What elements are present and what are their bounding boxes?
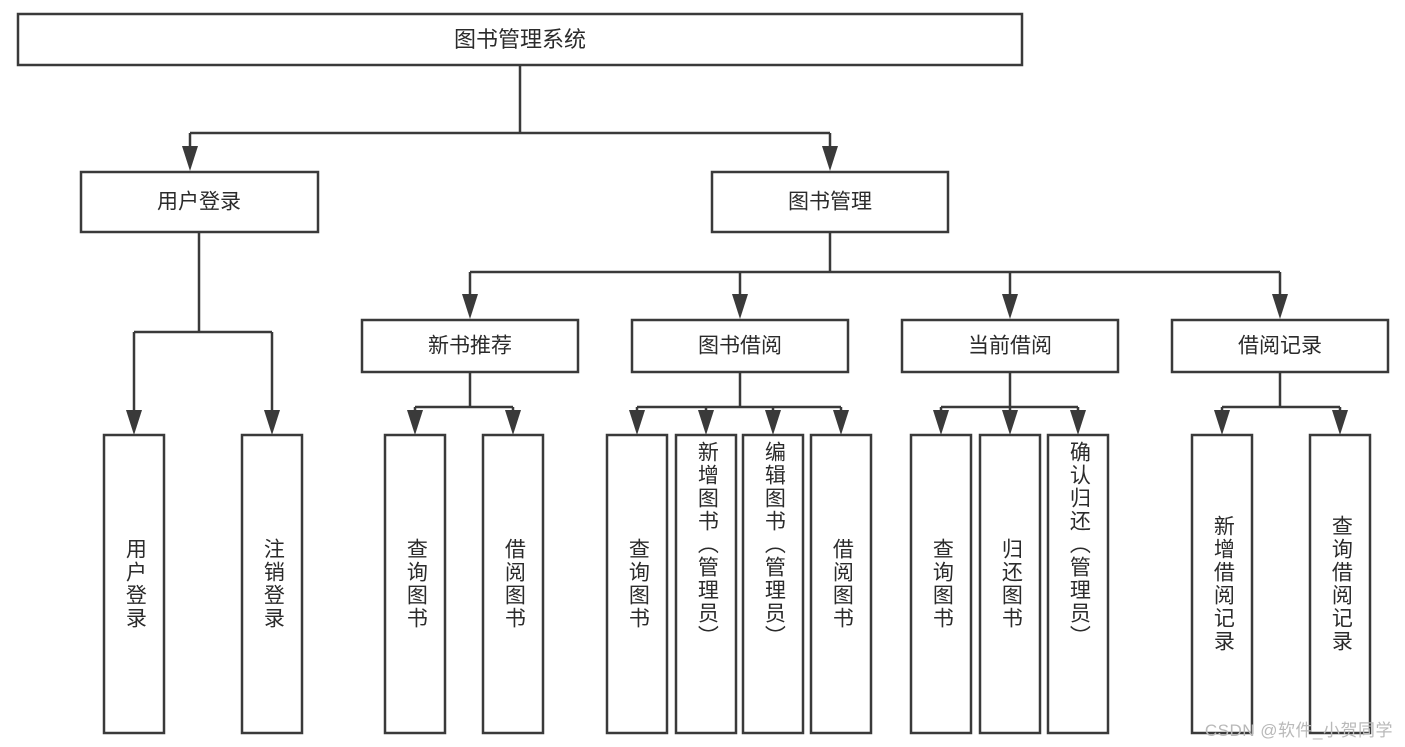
- leaf-box-borrow-book-1[interactable]: [481, 433, 545, 735]
- leaf-box-borrow-book-2[interactable]: [809, 433, 873, 735]
- leaf-box-query-book-2[interactable]: [605, 433, 669, 735]
- leaf-box-query-book-3[interactable]: [909, 433, 973, 735]
- arrow-head-icon: [1002, 410, 1018, 435]
- leaf-box-query-borrow-record[interactable]: [1308, 433, 1372, 735]
- node-current-borrow-label: 当前借阅: [968, 335, 1052, 358]
- connector-borrow-record-to-leaves: [1214, 372, 1348, 435]
- leaf-box-add-borrow-record[interactable]: [1190, 433, 1254, 735]
- leaf-box-user-login[interactable]: [102, 433, 166, 735]
- arrow-head-icon: [1070, 410, 1086, 435]
- arrow-head-icon: [407, 410, 423, 435]
- arrow-head-icon: [629, 410, 645, 435]
- node-root-system[interactable]: 图书管理系统: [16, 12, 1024, 67]
- node-root-system-label: 图书管理系统: [454, 27, 586, 52]
- connector-root-to-level2: [182, 65, 838, 171]
- arrow-head-icon: [1332, 410, 1348, 435]
- connector-new-book-recommend-to-leaves: [407, 372, 521, 435]
- watermark: CSDN @软件_小贺同学: [1204, 721, 1393, 740]
- arrow-head-icon: [126, 410, 142, 435]
- node-book-borrow-label: 图书借阅: [698, 335, 782, 358]
- arrow-head-icon: [822, 146, 838, 171]
- node-current-borrow[interactable]: 当前借阅: [900, 318, 1120, 374]
- arrow-head-icon: [833, 410, 849, 435]
- node-book-borrow[interactable]: 图书借阅: [630, 318, 850, 374]
- leaf-box-return-book[interactable]: [978, 433, 1042, 735]
- arrow-head-icon: [933, 410, 949, 435]
- arrow-head-icon: [1002, 294, 1018, 319]
- connector-user-login-to-leaves: [126, 232, 280, 435]
- node-user-login-label: 用户登录: [157, 191, 241, 214]
- arrow-head-icon: [264, 410, 280, 435]
- leaf-box-edit-book-admin[interactable]: [741, 433, 805, 735]
- leaf-box-add-book-admin[interactable]: [674, 433, 738, 735]
- node-book-management-label: 图书管理: [788, 191, 872, 214]
- node-borrow-record-label: 借阅记录: [1238, 335, 1322, 358]
- leaf-box-logout[interactable]: [240, 433, 304, 735]
- node-new-book-recommend-label: 新书推荐: [428, 335, 512, 358]
- node-borrow-record[interactable]: 借阅记录: [1170, 318, 1390, 374]
- connector-book-management-to-level3: [462, 232, 1288, 319]
- arrow-head-icon: [732, 294, 748, 319]
- leaf-box-query-book-1[interactable]: [383, 433, 447, 735]
- arrow-head-icon: [1214, 410, 1230, 435]
- node-book-management[interactable]: 图书管理: [710, 170, 950, 234]
- arrow-head-icon: [1272, 294, 1288, 319]
- arrow-head-icon: [765, 410, 781, 435]
- node-new-book-recommend[interactable]: 新书推荐: [360, 318, 580, 374]
- arrow-head-icon: [505, 410, 521, 435]
- node-user-login[interactable]: 用户登录: [79, 170, 320, 234]
- leaf-box-confirm-return-admin[interactable]: [1046, 433, 1110, 735]
- arrow-head-icon: [182, 146, 198, 171]
- arrow-head-icon: [698, 410, 714, 435]
- arrow-head-icon: [462, 294, 478, 319]
- connector-current-borrow-to-leaves: [933, 372, 1086, 435]
- connector-book-borrow-to-leaves: [629, 372, 849, 435]
